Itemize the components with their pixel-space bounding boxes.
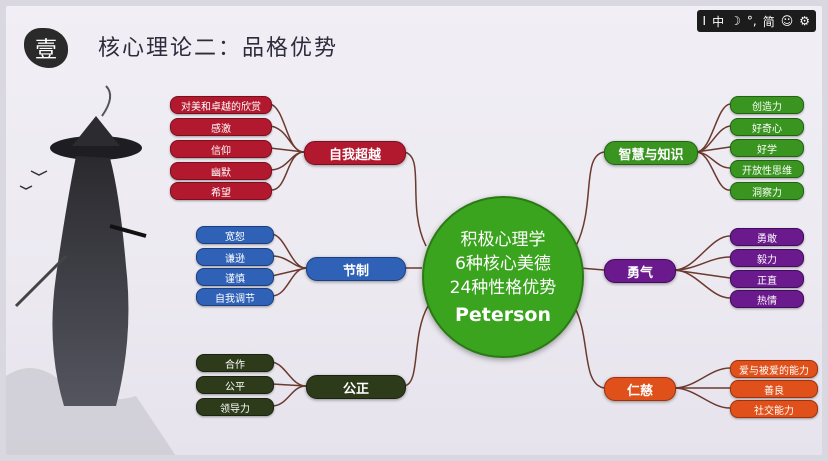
section-seal: 壹 — [24, 28, 68, 68]
branch-justice: 公正 — [306, 375, 406, 399]
mindmap-connectors — [269, 103, 731, 409]
slide-title: 核心理论二：品格优势 — [98, 36, 339, 61]
center-author: Peterson — [454, 304, 552, 326]
warrior-illustration — [6, 85, 176, 455]
leaf-teamwork: 合作 — [196, 354, 274, 372]
leaf-kindness: 善良 — [730, 380, 818, 398]
leaf-leadership: 领导力 — [196, 398, 274, 416]
leaf-fairness: 公平 — [196, 376, 274, 394]
leaf-open-mindedness: 开放性思维 — [730, 160, 804, 178]
leaf-zest: 热情 — [730, 290, 804, 308]
leaf-prudence: 谨慎 — [196, 268, 274, 286]
slide-screen: I 中 ☽ °, 简 ☺ ⚙ 壹 核心理论二：品格优势 — [6, 6, 822, 455]
center-line-2: 6种核心美德 — [455, 254, 551, 274]
ime-chinese-mode[interactable]: 中 — [712, 14, 725, 29]
leaf-hope: 希望 — [170, 182, 272, 200]
leaf-self-regulation: 自我调节 — [196, 288, 274, 306]
leaf-curiosity: 好奇心 — [730, 118, 804, 136]
leaf-creativity: 创造力 — [730, 96, 804, 114]
branch-humanity: 仁慈 — [604, 377, 676, 401]
leaf-social-intelligence: 社交能力 — [730, 400, 818, 418]
ime-moon-icon[interactable]: ☽ — [730, 14, 741, 28]
leaf-perspective: 洞察力 — [730, 182, 804, 200]
center-line-3: 24种性格优势 — [449, 278, 557, 298]
leaf-love: 爱与被爱的能力 — [730, 360, 818, 378]
branch-self-transcendence: 自我超越 — [304, 141, 406, 165]
leaf-forgiveness: 宽恕 — [196, 226, 274, 244]
branch-temperance: 节制 — [306, 257, 406, 281]
leaf-humor: 幽默 — [170, 162, 272, 180]
center-line-1: 积极心理学 — [460, 230, 546, 250]
ime-punct-icon[interactable]: °, — [746, 14, 757, 28]
branch-courage: 勇气 — [604, 259, 676, 283]
leaf-appreciation-of-beauty: 对美和卓越的欣赏 — [170, 96, 272, 114]
leaf-bravery: 勇敢 — [730, 228, 804, 246]
ime-emoji-icon[interactable]: ☺ — [780, 14, 794, 28]
leaf-gratitude: 感激 — [170, 118, 272, 136]
leaf-humility: 谦逊 — [196, 248, 274, 266]
leaf-persistence: 毅力 — [730, 249, 804, 267]
central-topic: 积极心理学 6种核心美德 24种性格优势 Peterson — [422, 196, 584, 358]
leaf-integrity: 正直 — [730, 270, 804, 288]
leaf-faith: 信仰 — [170, 140, 272, 158]
ime-settings-icon[interactable]: ⚙ — [799, 14, 810, 28]
ime-simplified-mode[interactable]: 简 — [762, 14, 775, 29]
ime-toolbar[interactable]: I 中 ☽ °, 简 ☺ ⚙ — [696, 10, 816, 32]
branch-wisdom-knowledge: 智慧与知识 — [604, 141, 698, 165]
ime-cursor-icon[interactable]: I — [702, 14, 707, 28]
leaf-love-of-learning: 好学 — [730, 139, 804, 157]
